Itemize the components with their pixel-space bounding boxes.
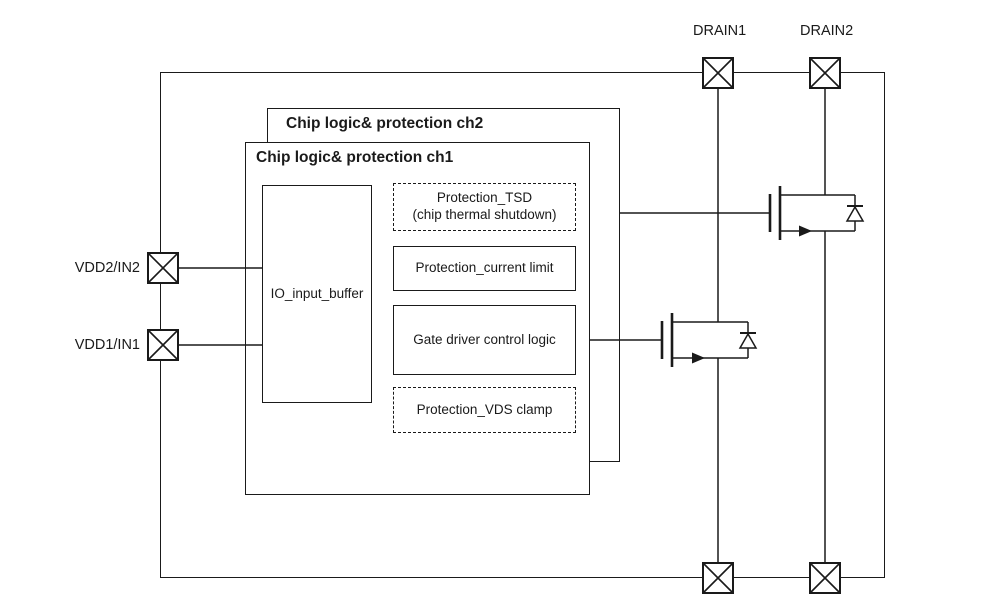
protection-tsd-box: Protection_TSD (chip thermal shutdown) [393,183,576,231]
gate-driver-label: Gate driver control logic [413,331,556,347]
vdd2-in2-pin-label: VDD2/IN2 [74,260,140,276]
chip-boundary [160,72,885,578]
drain1-pin-label: DRAIN1 [693,23,747,39]
io-input-buffer-label: IO_input_buffer [270,285,364,301]
protection-current-limit-label: Protection_current limit [415,260,554,276]
protection-current-limit-box: Protection_current limit [393,246,576,291]
protection-vds-clamp-label: Protection_VDS clamp [416,401,553,417]
io-input-buffer-box: IO_input_buffer [262,185,372,403]
drain2-pin-label: DRAIN2 [800,23,854,39]
protection-vds-clamp-box: Protection_VDS clamp [393,387,576,433]
gate-driver-box: Gate driver control logic [393,305,576,375]
vdd1-in1-pin-label: VDD1/IN1 [74,337,140,353]
chip-logic-ch1-title: Chip logic& protection ch1 [256,149,454,166]
chip-logic-ch1-box [245,142,590,495]
chip-logic-ch2-title: Chip logic& protection ch2 [286,115,484,132]
protection-tsd-label: Protection_TSD (chip thermal shutdown) [412,190,557,222]
